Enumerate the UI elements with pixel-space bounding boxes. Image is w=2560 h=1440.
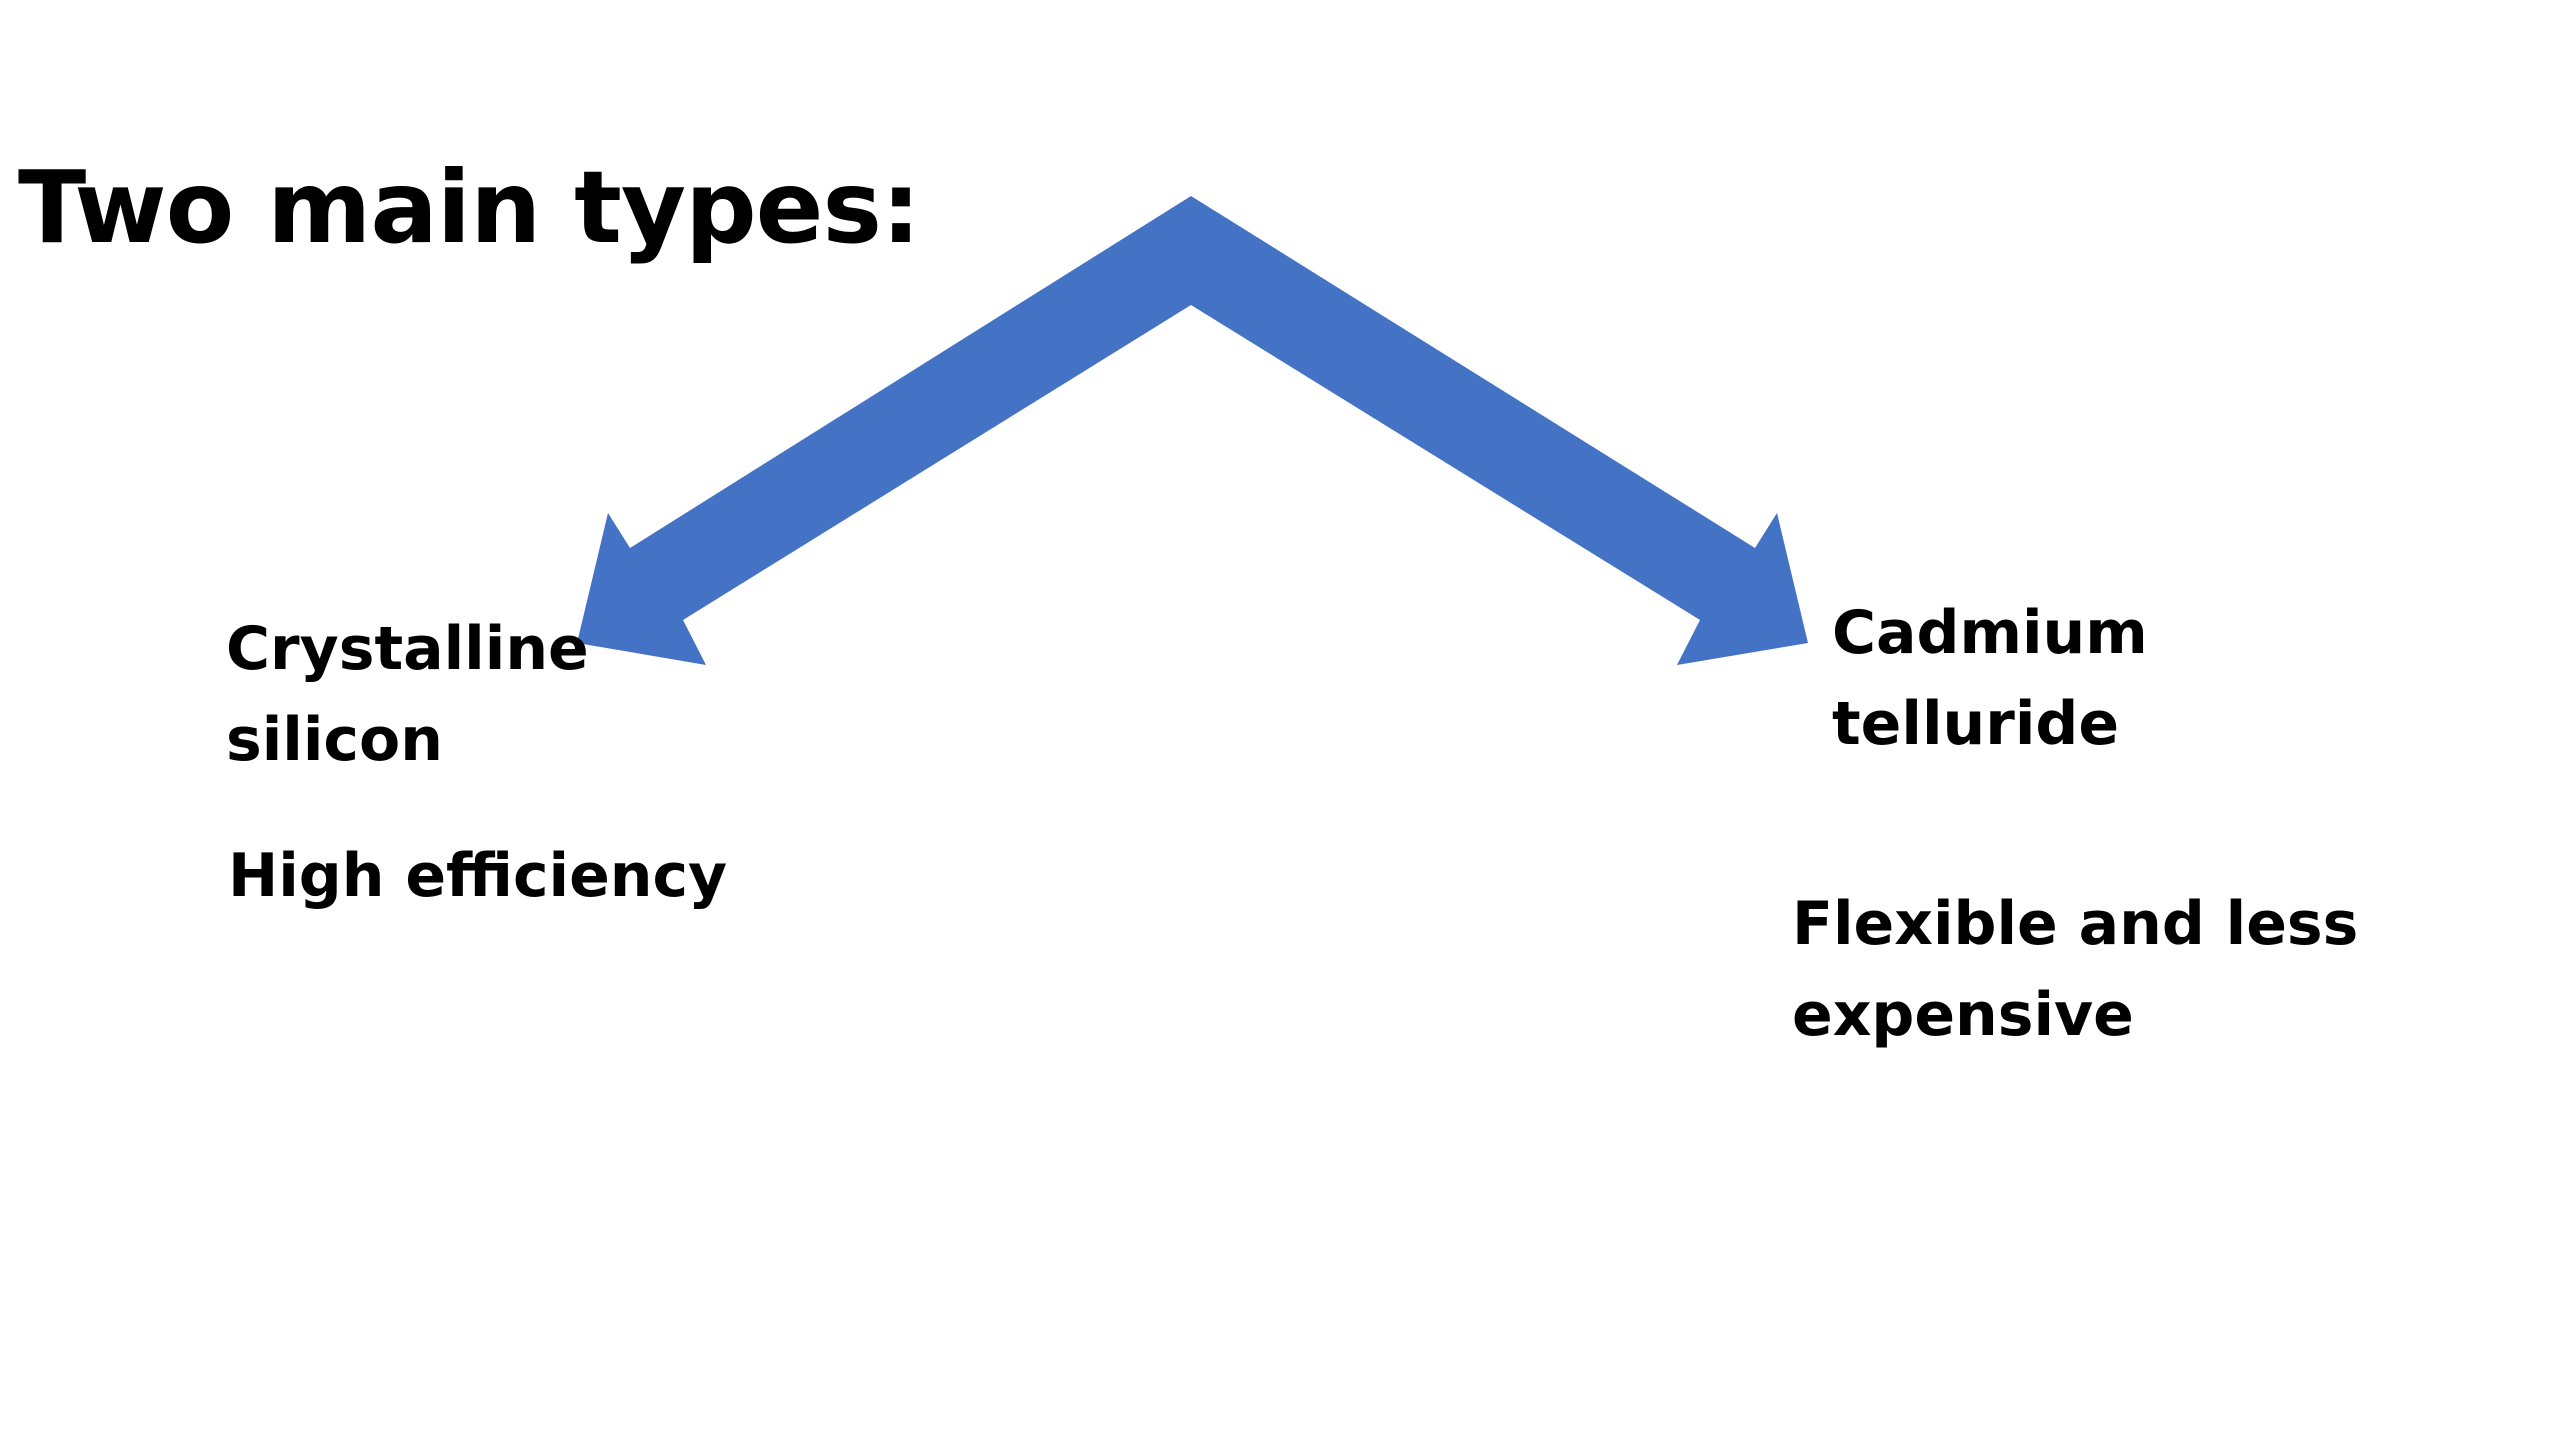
left-arrow [577,196,1191,665]
right-type-label: Cadmium telluride [1832,588,2148,770]
right-type-line-1: Cadmium [1832,598,2148,668]
right-description: Flexible and less expensive [1792,879,2358,1061]
right-type-line-2: telluride [1832,689,2120,759]
right-arrow [1191,196,1808,665]
left-type-label: Crystalline silicon [226,604,589,786]
left-type-line-2: silicon [226,705,443,775]
left-description: High efficiency [228,841,728,911]
right-description-line-1: Flexible and less [1792,889,2359,959]
right-description-line-2: expensive [1792,980,2134,1050]
left-type-line-1: Crystalline [226,614,589,684]
slide-title: Two main types: [18,149,921,266]
